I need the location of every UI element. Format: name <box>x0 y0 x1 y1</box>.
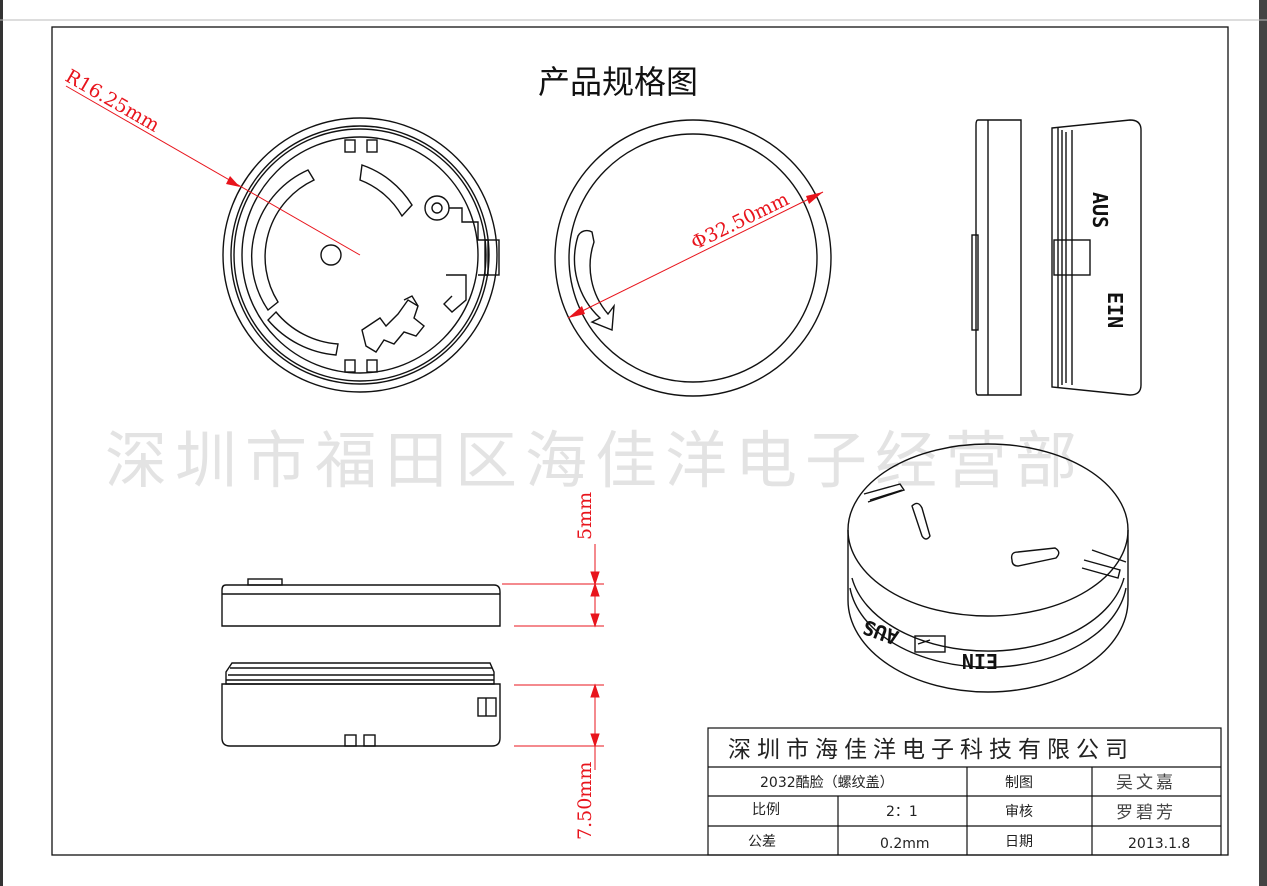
side-view <box>971 119 1142 396</box>
lid-height-dimension <box>502 544 604 628</box>
checked-by: 罗碧芳 <box>1116 803 1176 823</box>
drawn-label: 制图 <box>1005 775 1033 791</box>
front-view-lid <box>221 578 501 627</box>
date-value: 2013.1.8 <box>1128 836 1190 852</box>
diameter-dimension: Φ32.50mm <box>567 188 824 319</box>
check-label: 审核 <box>1005 804 1033 820</box>
watermark-text: 深圳市福田区海佳洋电子经营部 <box>105 424 1085 497</box>
drawn-by: 吴文嘉 <box>1116 773 1176 793</box>
top-view-inside <box>222 117 500 393</box>
drawing-title: 产品规格图 <box>538 63 698 101</box>
embossed-aus-side: AUS <box>1088 192 1112 228</box>
date-label: 日期 <box>1005 834 1033 850</box>
lid-height-label: 5mm <box>574 492 596 540</box>
front-view-base <box>221 662 501 747</box>
part-name: 2032酷脸（螺纹盖） <box>760 775 894 791</box>
radius-label: R16.25mm <box>62 65 164 136</box>
base-height-label: 7.50mm <box>574 762 596 840</box>
scale-label: 比例 <box>752 802 780 818</box>
tolerance-value: 0.2mm <box>880 836 930 852</box>
top-view-outer <box>554 119 832 397</box>
embossed-ein-side: EIN <box>1103 292 1127 328</box>
title-block <box>707 727 1222 856</box>
base-height-dimension <box>514 683 604 770</box>
embossed-ein-iso: EIN <box>962 649 998 673</box>
diameter-label: Φ32.50mm <box>688 188 793 254</box>
company-name: 深圳市海佳洋电子科技有限公司 <box>728 737 1134 763</box>
radius-dimension: R16.25mm <box>62 65 361 256</box>
scale-value: 2：1 <box>886 804 918 820</box>
tolerance-label: 公差 <box>748 834 776 850</box>
isometric-view <box>847 443 1129 693</box>
drawing-frame <box>51 26 1229 856</box>
